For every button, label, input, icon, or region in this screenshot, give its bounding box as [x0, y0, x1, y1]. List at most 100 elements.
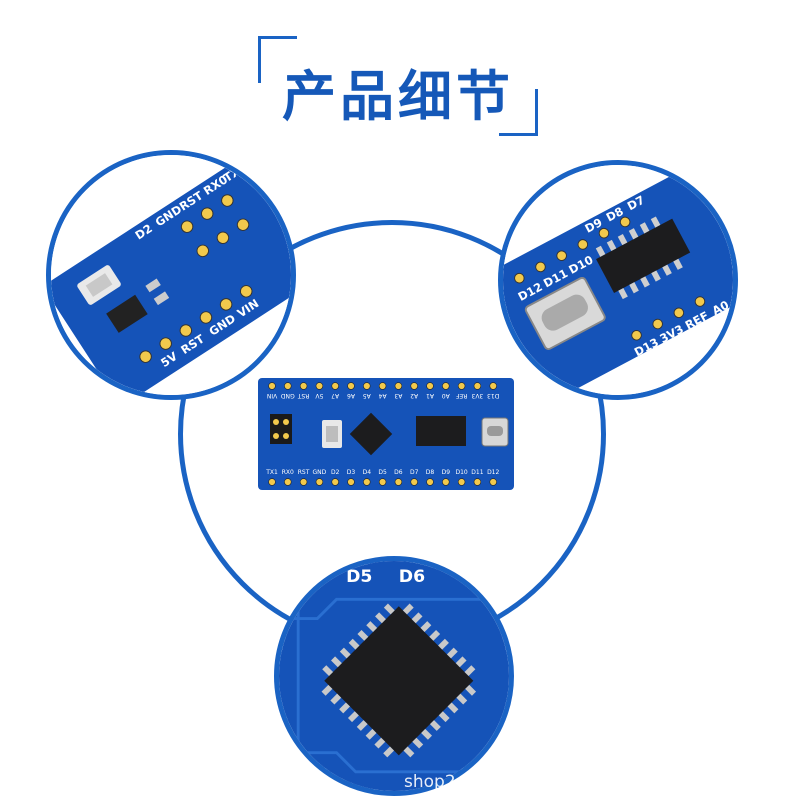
- bottom-pin: [410, 478, 418, 486]
- bottom-pin: [457, 478, 466, 486]
- bottom-pin-label: RST: [298, 469, 310, 476]
- bottom-pin: [331, 478, 339, 486]
- bottom-pin: [394, 478, 403, 486]
- bottom-pin-label: D9: [442, 469, 451, 476]
- chip-leg: [420, 621, 432, 633]
- top-pin-label: GND: [281, 392, 295, 399]
- bottom-pin: [315, 478, 324, 486]
- top-pin-label: A6: [347, 392, 355, 399]
- zoom-right-label-a0: A0: [710, 298, 731, 318]
- top-pin-label: A3: [394, 392, 402, 399]
- chip-leg: [438, 711, 450, 723]
- top-pin-label: VIN: [267, 392, 277, 399]
- top-pin-label: 3V3: [471, 392, 483, 399]
- top-pin: [331, 382, 339, 390]
- bracket-top-left: [258, 36, 297, 83]
- chip-leg: [356, 720, 368, 731]
- bracket-bottom-right: [499, 89, 538, 136]
- top-pin-label: A2: [410, 392, 418, 399]
- chip-leg: [322, 665, 334, 677]
- bottom-pin-label: D10: [455, 469, 467, 476]
- bottom-pin-label: RX0: [282, 469, 294, 476]
- chip-leg: [421, 728, 432, 740]
- chip-leg: [383, 603, 395, 615]
- bottom-pin: [473, 478, 482, 486]
- chip-leg: [455, 656, 467, 668]
- zoom-right-image: D12 D11 D10 D9 D8 D7 D13 3V3 REF A0: [503, 165, 733, 395]
- bottom-pin: [299, 478, 308, 486]
- bottom-pin-label: D2: [331, 469, 340, 476]
- chip-leg: [331, 656, 342, 668]
- bottom-pin-label: D3: [347, 469, 356, 476]
- bottom-pin-row: [268, 478, 497, 486]
- top-pin: [378, 382, 387, 390]
- top-pin: [426, 382, 434, 390]
- chip-leg: [412, 737, 424, 749]
- zoom-right-usb-c: D12 D11 D10 D9 D8 D7 D13 3V3 REF A0: [498, 160, 738, 400]
- top-pin: [268, 382, 276, 390]
- bottom-pin-label: D5: [378, 469, 387, 476]
- chip-leg: [375, 612, 386, 624]
- top-pin-label: A5: [363, 392, 371, 399]
- bottom-pin-label: D8: [426, 469, 435, 476]
- top-pin: [489, 382, 497, 390]
- chip-leg: [403, 746, 415, 758]
- bottom-pin-label: D6: [394, 469, 403, 476]
- bottom-pin: [363, 478, 371, 486]
- bottom-pin: [378, 478, 387, 486]
- chip-leg: [365, 728, 377, 740]
- top-pin: [284, 382, 292, 390]
- bottom-pin: [426, 478, 434, 486]
- top-pin-label: A1: [426, 392, 434, 399]
- zoom-bottom-label-d5: D5: [346, 567, 372, 587]
- chip-leg: [411, 612, 423, 624]
- bottom-pin: [442, 478, 450, 486]
- bottom-pin-label: D11: [471, 469, 483, 476]
- chip-leg: [366, 621, 378, 633]
- watermark: shop2: [404, 772, 456, 792]
- top-pin: [299, 382, 308, 390]
- chip-leg: [429, 720, 441, 731]
- top-pin-label: A4: [378, 392, 386, 399]
- chip-leg: [447, 702, 459, 714]
- zoom-bottom-image: D5 D6: [279, 561, 509, 791]
- bottom-pin: [489, 478, 497, 486]
- top-pin: [457, 382, 466, 390]
- top-pin-label: A0: [442, 392, 450, 399]
- chip-leg: [321, 684, 333, 696]
- zoom-left-image: 5V RST GND VIN D2 GND RST RX0 TX1: [51, 155, 291, 395]
- chip-leg: [446, 647, 458, 659]
- bottom-pin-label: D12: [487, 469, 499, 476]
- zoom-bottom-mcu-chip: D5 D6: [274, 556, 514, 796]
- chip-leg: [438, 638, 449, 650]
- top-pin: [315, 382, 324, 390]
- chip-leg: [347, 711, 359, 723]
- page-title: 产品细节: [282, 65, 514, 128]
- top-pin-label: REF: [455, 392, 467, 399]
- top-pin: [363, 382, 371, 390]
- chip-leg: [464, 665, 476, 677]
- chip-leg: [429, 629, 441, 641]
- chip-leg: [456, 693, 468, 705]
- title-block: 产品细节: [258, 36, 538, 136]
- chip-leg: [339, 702, 351, 714]
- bottom-pin-label: D4: [363, 469, 372, 476]
- top-pin-label: RST: [297, 392, 309, 399]
- chip-leg: [402, 603, 414, 615]
- chip-leg: [348, 638, 360, 650]
- bottom-pin: [268, 478, 276, 486]
- bottom-pin-label: TX1: [265, 469, 278, 476]
- chip-leg: [374, 737, 386, 749]
- top-pin-label: D13: [487, 392, 499, 399]
- top-pin: [473, 382, 482, 390]
- top-pin: [394, 382, 403, 390]
- bottom-pin: [347, 478, 355, 486]
- top-pin: [347, 382, 355, 390]
- chip-leg: [339, 647, 351, 659]
- chip-leg: [330, 693, 342, 705]
- chip-leg: [383, 746, 395, 758]
